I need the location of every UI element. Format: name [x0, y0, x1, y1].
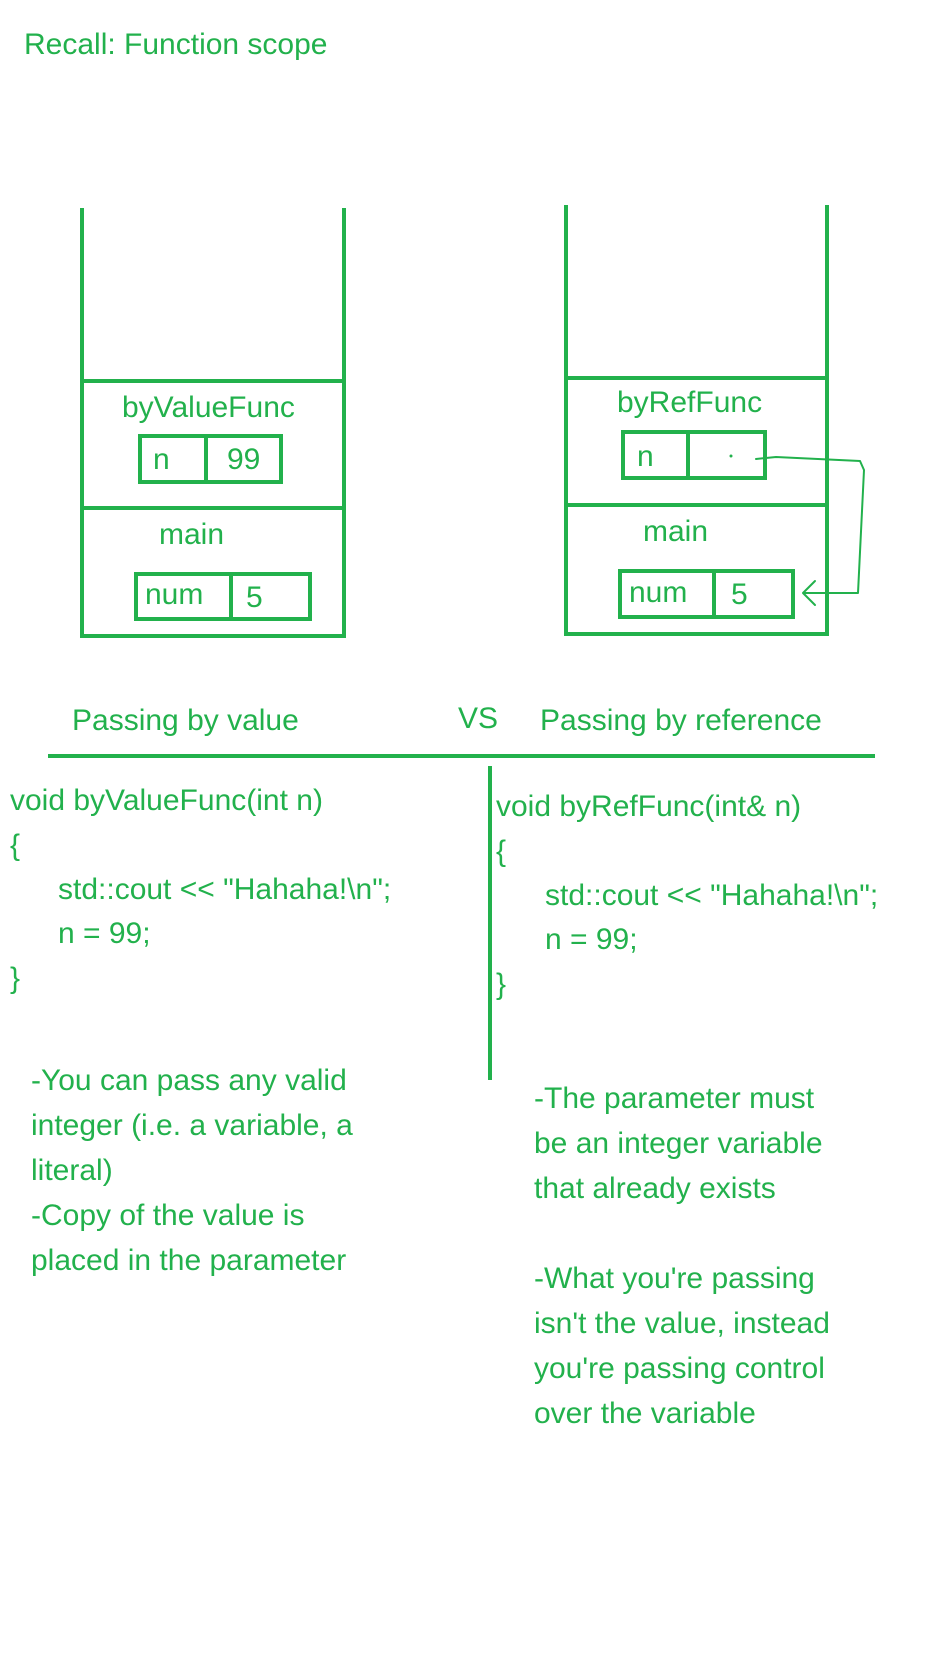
left-bottom-var-name: num	[145, 578, 204, 611]
right-note-line: -What you're passing	[534, 1262, 815, 1295]
right-param-box	[621, 430, 767, 480]
left-note-line: -Copy of the value is	[31, 1199, 305, 1232]
right-note-line: you're passing control	[534, 1352, 825, 1385]
right-code-line: }	[496, 968, 507, 1001]
right-bottom-var-name: num	[629, 576, 688, 609]
reference-arrow	[755, 456, 865, 606]
right-note-line: be an integer variable	[534, 1127, 823, 1160]
right-note-line: that already exists	[534, 1172, 776, 1205]
left-note-line: integer (i.e. a variable, a	[31, 1109, 353, 1142]
left-bottom-frame-name: main	[159, 518, 225, 551]
left-top-frame-name: byValueFunc	[122, 391, 295, 424]
left-top-var-value: 99	[227, 443, 261, 476]
right-notes: -The parameter must be an integer variab…	[534, 1076, 830, 1436]
right-code-line: {	[496, 835, 507, 868]
left-note-line: literal)	[31, 1154, 113, 1187]
left-code-line: void byValueFunc(int n)	[10, 784, 323, 817]
right-note-line: -The parameter must	[534, 1082, 815, 1115]
right-main-var-box	[618, 569, 795, 619]
left-code-line: std::cout << "Hahaha!\n";	[58, 873, 392, 906]
left-stack	[80, 208, 346, 638]
right-note-line: isn't the value, instead	[534, 1307, 830, 1340]
reference-dot	[729, 454, 733, 458]
right-code-line: std::cout << "Hahaha!\n";	[545, 879, 879, 912]
right-stack	[564, 205, 829, 636]
left-note-line: placed in the parameter	[31, 1244, 347, 1277]
right-bottom-var-value: 5	[731, 578, 748, 611]
left-notes: -You can pass any valid integer (i.e. a …	[31, 1058, 353, 1283]
right-note-line	[534, 1211, 830, 1256]
left-main-var-box	[134, 572, 312, 621]
right-bottom-frame-name: main	[643, 515, 709, 548]
left-code-line: n = 99;	[58, 917, 151, 950]
left-param-box	[138, 434, 283, 484]
left-code-line: {	[10, 829, 21, 862]
left-code-line: }	[10, 962, 21, 995]
left-bottom-var-value: 5	[246, 581, 263, 614]
vs-label: VS	[458, 702, 499, 735]
right-top-frame-name: byRefFunc	[617, 386, 763, 419]
left-note-line: -You can pass any valid	[31, 1064, 347, 1097]
right-code-line: void byRefFunc(int& n)	[496, 790, 802, 823]
left-section-title: Passing by value	[72, 704, 299, 737]
right-note-line: over the variable	[534, 1397, 756, 1430]
left-top-var-name: n	[153, 443, 170, 476]
right-top-var-name: n	[637, 440, 654, 473]
right-code-line: n = 99;	[545, 923, 638, 956]
right-section-title: Passing by reference	[540, 704, 822, 737]
page-title: Recall: Function scope	[24, 28, 328, 61]
